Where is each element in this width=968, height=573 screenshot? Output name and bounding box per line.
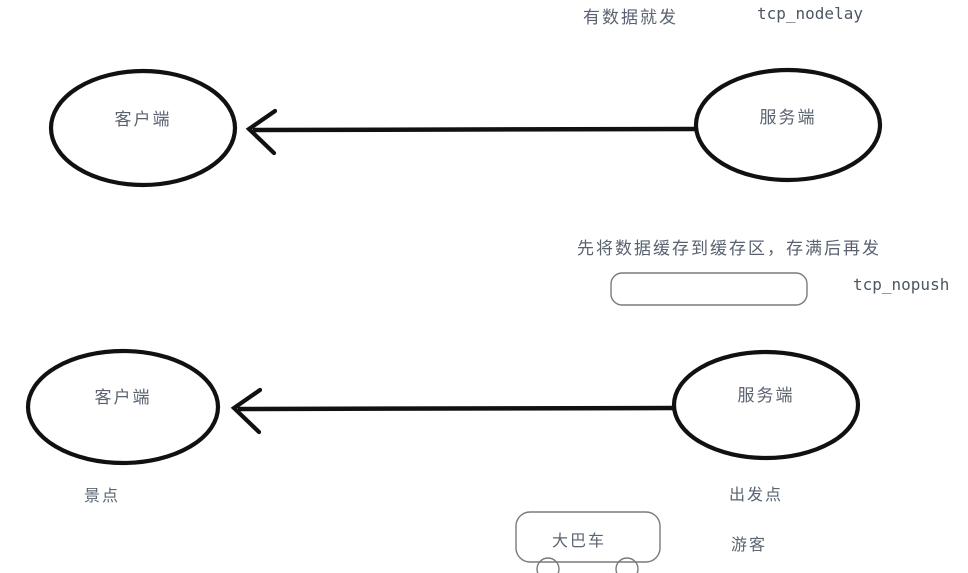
bottom-client-sublabel: 景点 <box>84 488 121 505</box>
bus-wheel-right-icon <box>615 557 639 573</box>
buffer-box <box>610 272 808 306</box>
bottom-server-label: 服务端 <box>737 386 795 405</box>
top-client-label: 客户端 <box>114 110 172 129</box>
top-arrow-head <box>245 108 278 156</box>
top-annotation-text: 有数据就发 <box>583 8 678 27</box>
bottom-server-sublabel: 出发点 <box>729 487 784 504</box>
top-annotation-option: tcp_nodelay <box>757 4 863 23</box>
middle-annotation-text: 先将数据缓存到缓存区，存满后再发 <box>577 239 881 258</box>
top-arrow-shaft <box>252 126 696 133</box>
bottom-arrow-head <box>230 387 263 435</box>
middle-annotation-option: tcp_nopush <box>853 275 950 294</box>
bottom-arrow-shaft <box>237 405 675 412</box>
bus-label: 大巴车 <box>552 533 607 550</box>
passenger-label: 游客 <box>731 537 768 554</box>
bottom-client-label: 客户端 <box>94 388 152 407</box>
bus-wheel-left-icon <box>536 557 560 573</box>
top-server-label: 服务端 <box>759 108 817 127</box>
